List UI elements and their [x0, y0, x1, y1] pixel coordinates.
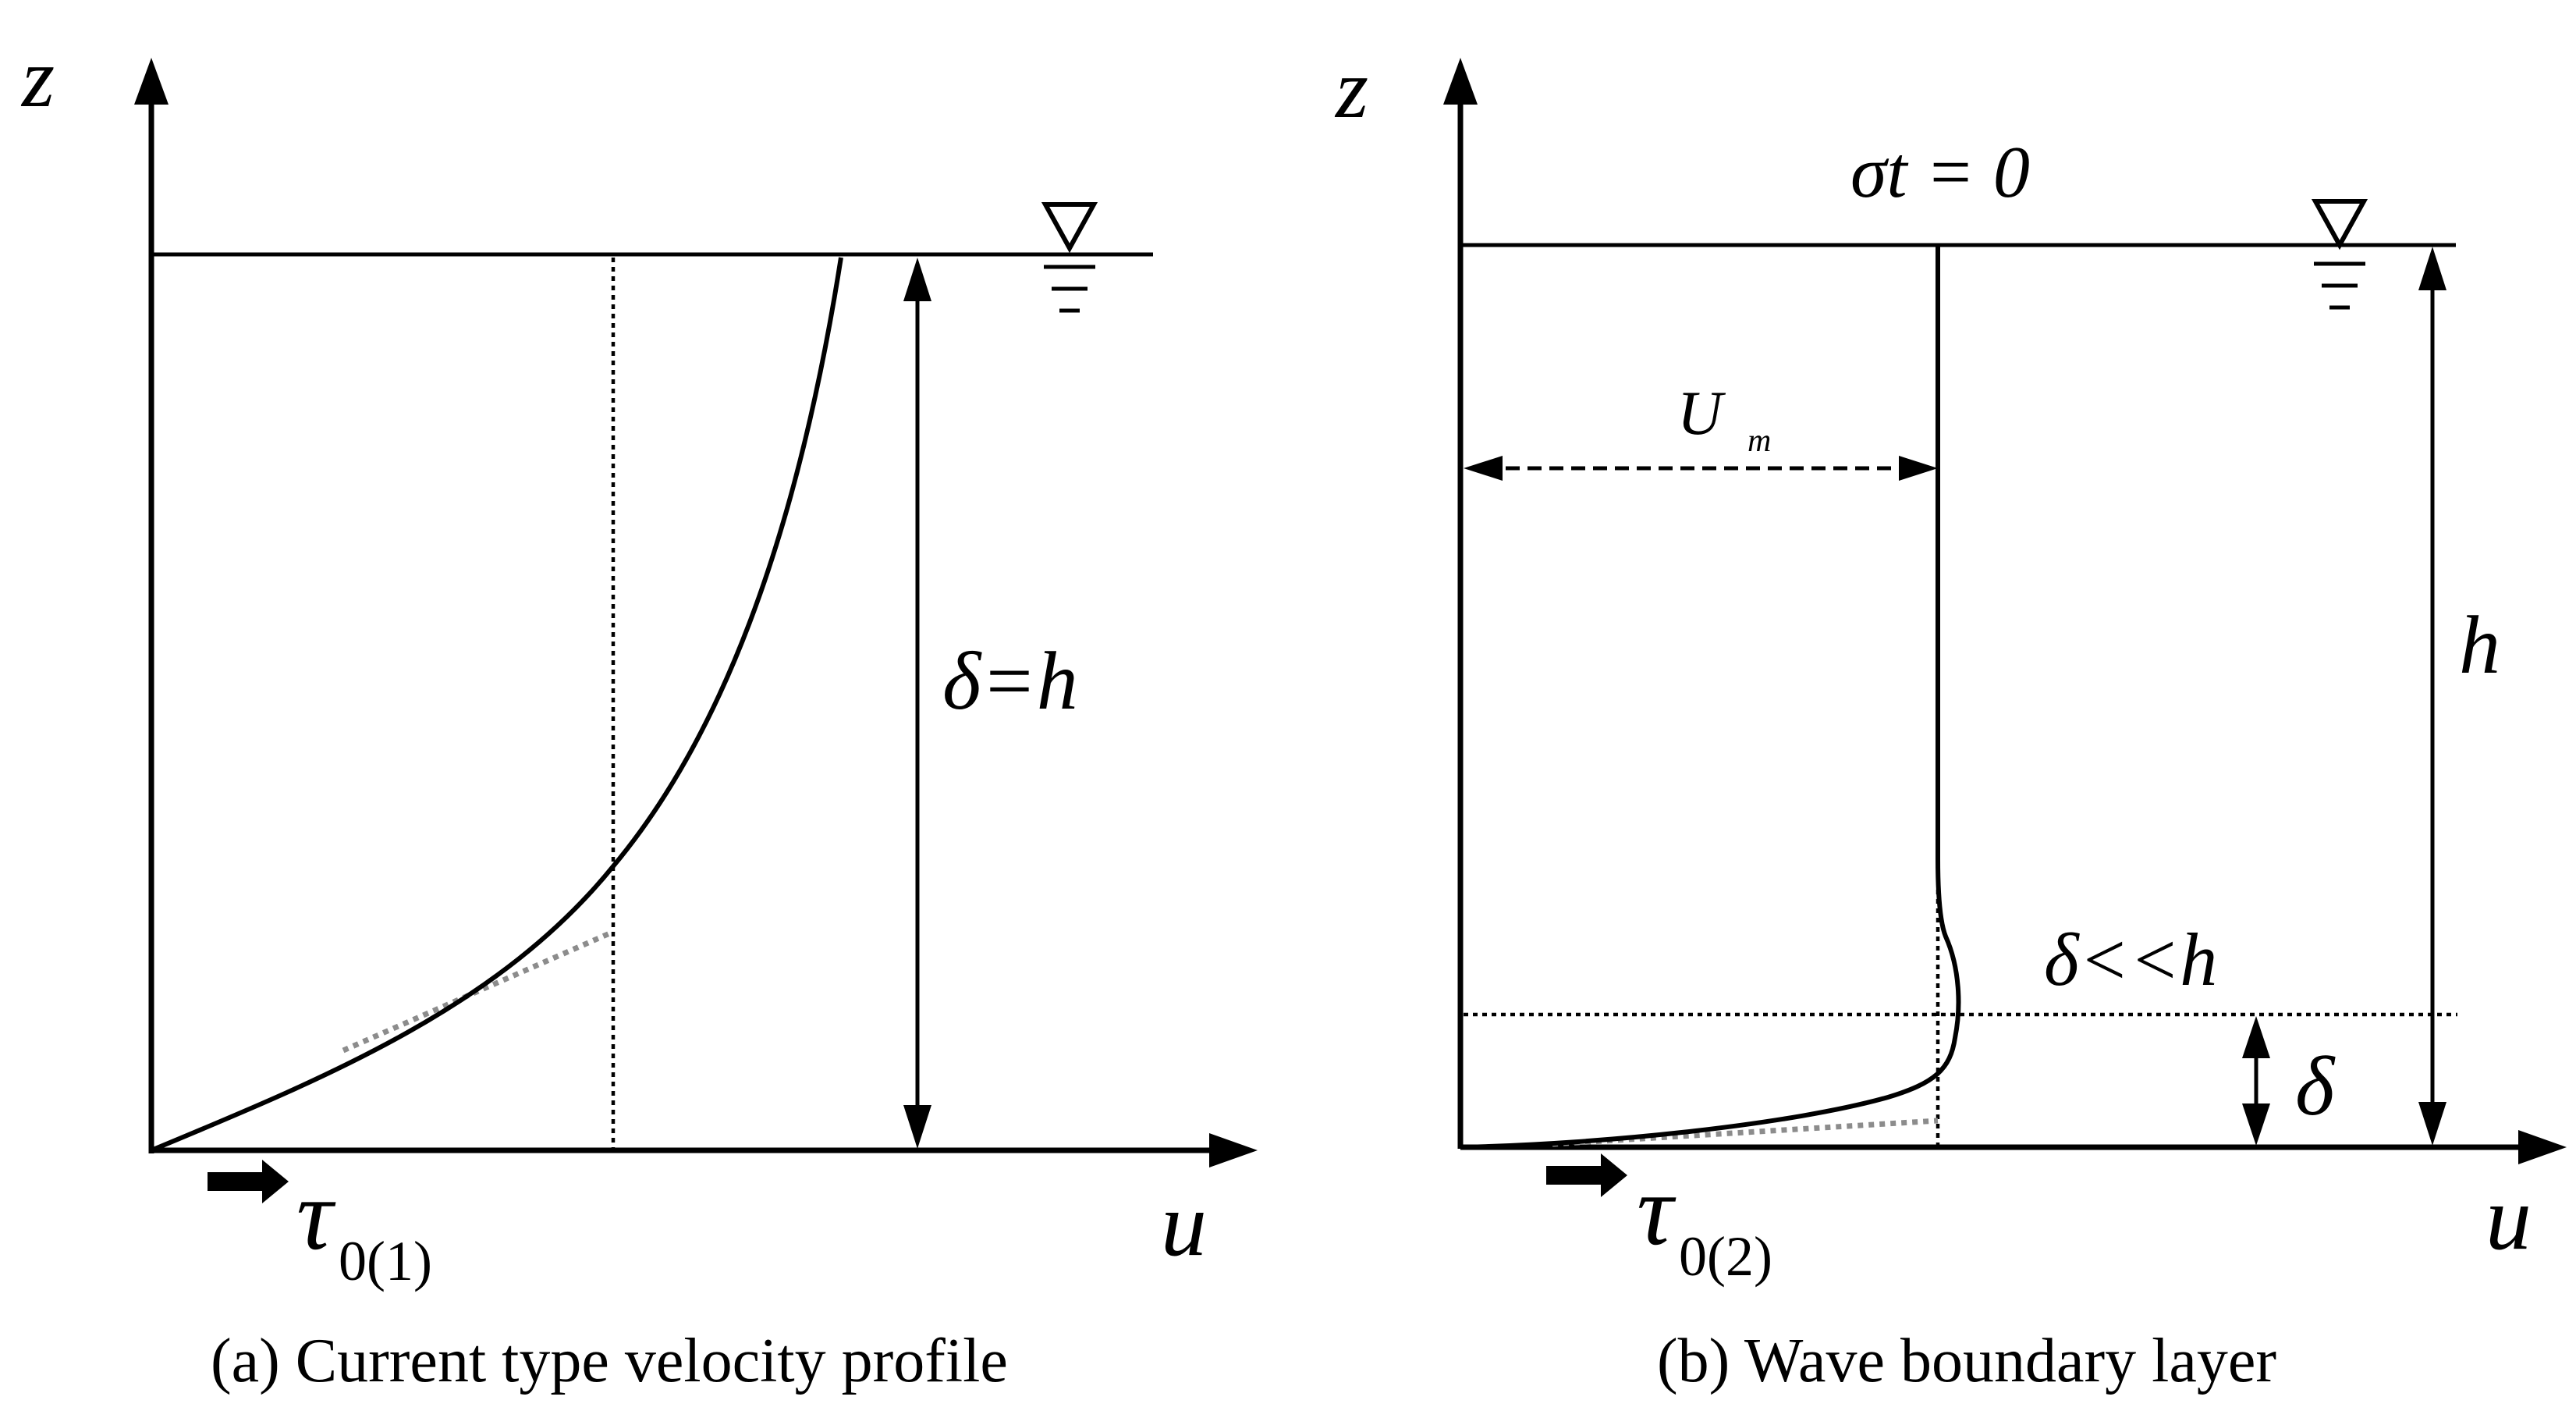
panel-b-caption: (b) Wave boundary layer [1657, 1327, 2276, 1395]
panel-b-um-arrow-left [1464, 456, 1503, 481]
panel-a-z-arrowhead [134, 58, 169, 105]
panel-b-depth-arrow-top [2418, 247, 2446, 290]
panel-a-u-arrowhead [1209, 1133, 1258, 1167]
panel-b-velocity-profile [1461, 245, 1961, 1150]
panel-a-delta-eq-h: δ=h [942, 635, 1078, 727]
panel-b-um-symbol: U [1677, 379, 1726, 448]
panel-a-z-label: z [20, 32, 55, 125]
panel-b-delta-label: δ [2295, 1040, 2336, 1133]
panel-b: z u σt = 0 U m h [1334, 43, 2567, 1395]
panel-b-tau-subscript: 0(2) [1679, 1225, 1772, 1288]
panel-a-depth-arrow-bottom [903, 1105, 931, 1149]
panel-b-z-label: z [1334, 43, 1368, 136]
panel-a: z u δ=h τ 0(1) (a) [20, 32, 1258, 1395]
panel-b-um-arrow-right [1899, 456, 1938, 481]
panel-a-tau-subscript: 0(1) [339, 1230, 432, 1292]
panel-a-tau-symbol: τ [296, 1159, 336, 1271]
panel-b-shear-arrow-icon [1546, 1153, 1627, 1197]
panel-b-u-label: u [2486, 1167, 2532, 1269]
panel-b-delta-ll-h: δ<<h [2044, 918, 2217, 1001]
panel-b-tau-symbol: τ [1637, 1154, 1677, 1267]
panel-b-delta-arrow-top [2242, 1016, 2270, 1058]
panel-a-velocity-profile [150, 257, 843, 1153]
panel-b-depth-arrow-bottom [2418, 1102, 2446, 1146]
panel-b-u-arrowhead [2518, 1130, 2567, 1164]
panel-b-h-label: h [2459, 599, 2500, 691]
panel-b-delta-arrow-bottom [2242, 1103, 2270, 1146]
panel-a-u-label: u [1161, 1173, 1207, 1275]
panel-a-shear-arrow-icon [208, 1160, 289, 1203]
panel-b-um-subscript: m [1747, 423, 1771, 459]
panel-b-linear-approx [1552, 1118, 1939, 1147]
panel-b-water-level-icon [2311, 199, 2368, 310]
panel-a-depth-arrow-top [903, 258, 931, 301]
panel-a-water-level-icon [1041, 202, 1098, 313]
panel-b-z-arrowhead [1443, 58, 1478, 105]
panel-b-phase-label: σt = 0 [1850, 132, 2030, 213]
panel-a-caption: (a) Current type velocity profile [211, 1327, 1008, 1395]
